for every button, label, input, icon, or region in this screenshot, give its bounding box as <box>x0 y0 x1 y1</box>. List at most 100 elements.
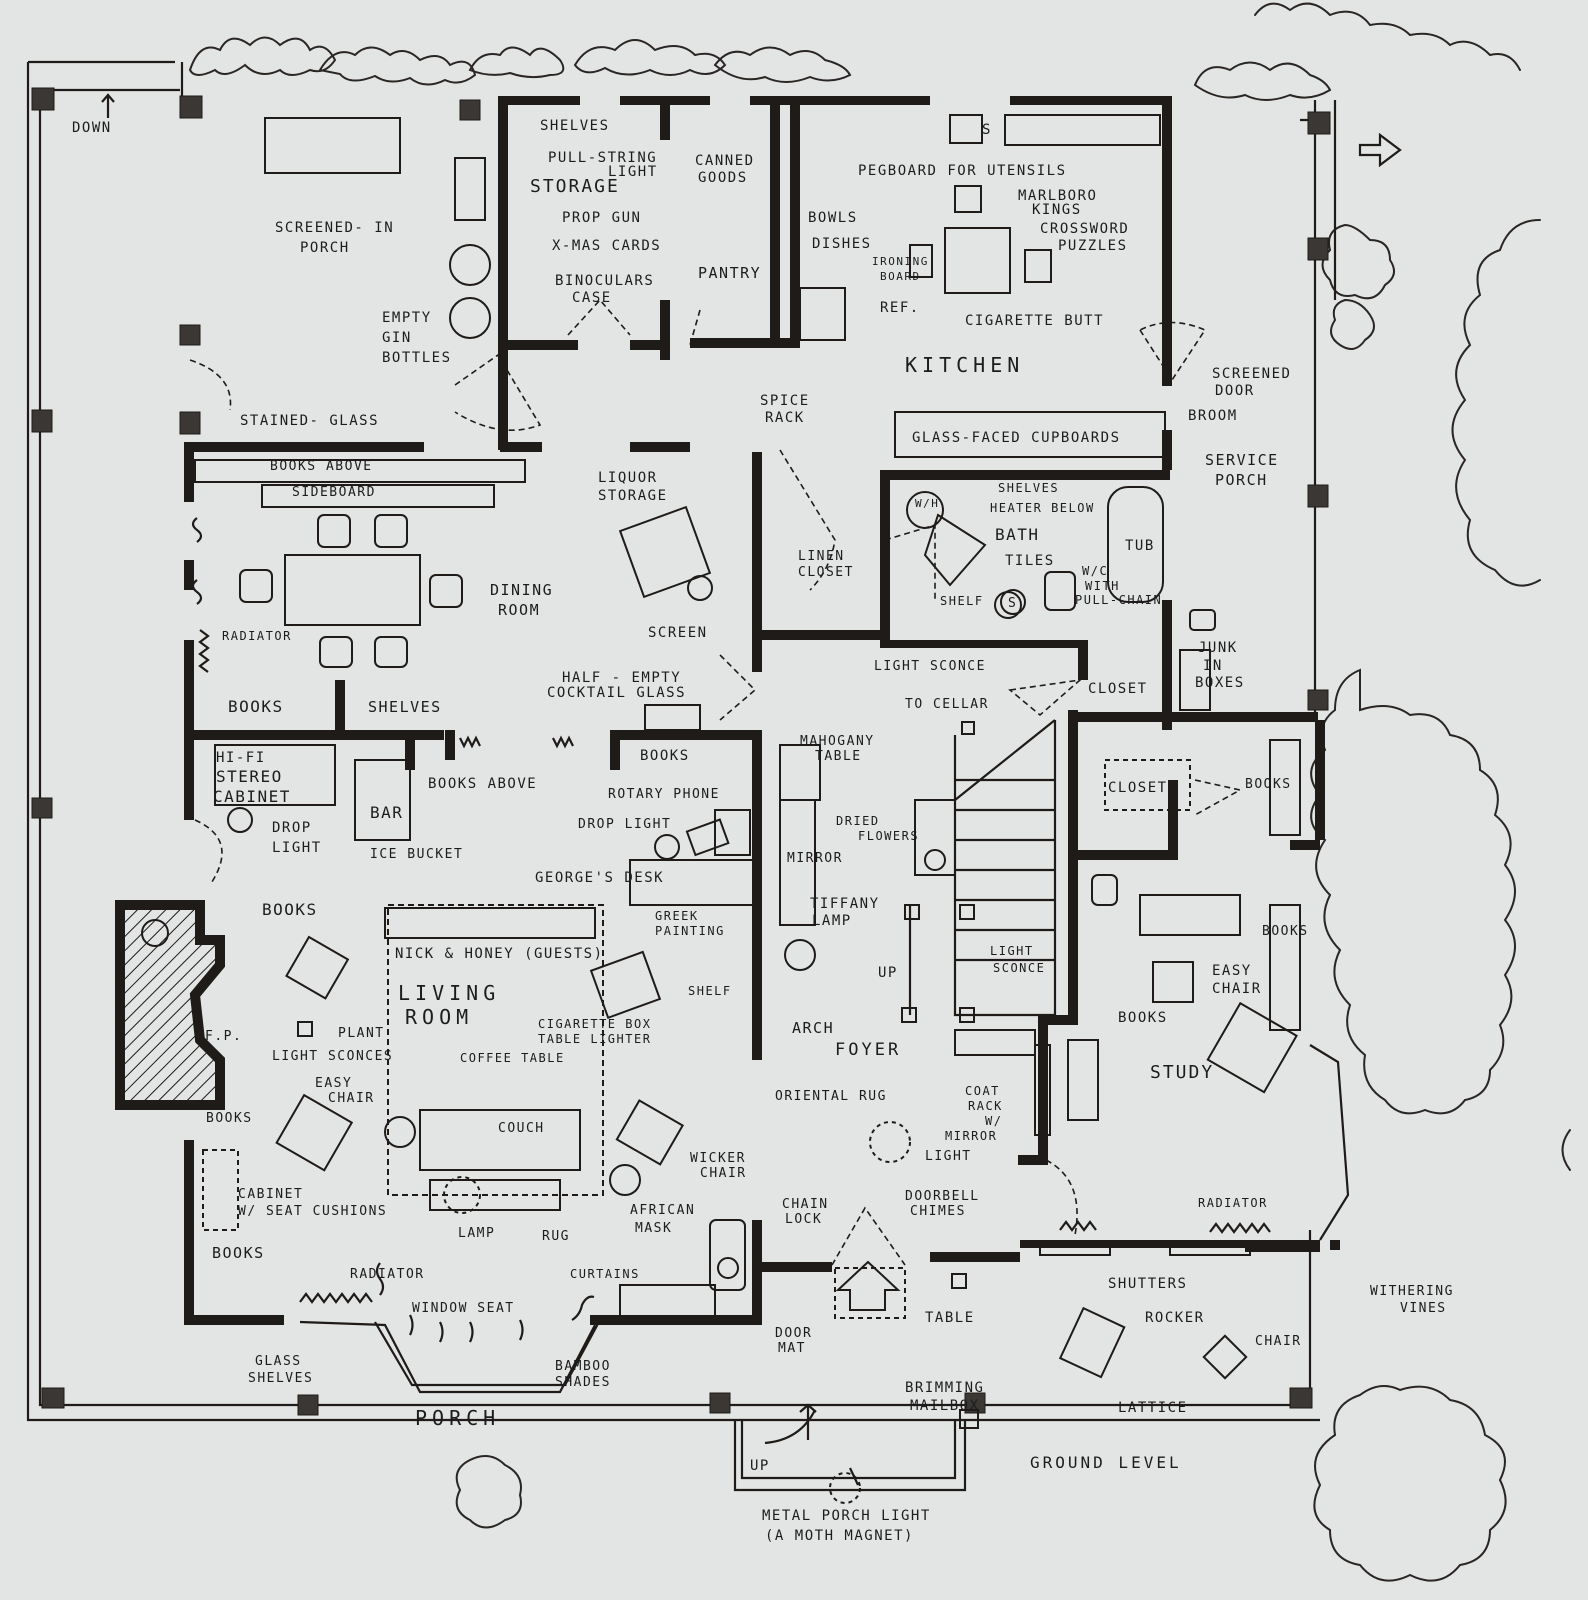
table-porch-label: TABLE <box>925 1310 975 1326</box>
screened-door-label-1: SCREENED <box>1212 366 1291 382</box>
fp-label: F.P. <box>205 1029 242 1044</box>
linen-closet-label-2: CLOSET <box>798 565 854 580</box>
door-mat-label-1: DOOR <box>775 1326 812 1341</box>
columns <box>31 87 1331 1416</box>
easy-chair-living-label-2: CHAIR <box>328 1091 375 1106</box>
cigarette-butt-label: CIGARETTE BUTT <box>965 313 1104 329</box>
books-dining-label: BOOKS <box>228 697 284 716</box>
light-sconce-stair-label-2: SCONCE <box>993 961 1045 975</box>
wc-label-3: PULL-CHAIN <box>1075 593 1162 607</box>
books-study-low-label: BOOKS <box>1118 1010 1168 1026</box>
rug-label: RUG <box>542 1229 570 1244</box>
half-empty-label-2: COCKTAIL GLASS <box>547 685 686 701</box>
screen-label: SCREEN <box>648 625 708 641</box>
wh-label: W/H <box>915 497 939 510</box>
liquor-storage-label-2: STORAGE <box>598 488 668 504</box>
shelves-bath-label: SHELVES <box>998 481 1059 495</box>
dining-room-label-2: ROOM <box>498 601 540 619</box>
porch-light-label-2: (A MOTH MAGNET) <box>765 1528 914 1544</box>
shelf-bath-label: SHELF <box>940 594 984 608</box>
empty-gin-label-1: EMPTY <box>382 310 432 326</box>
books-above-dining-label: BOOKS ABOVE <box>270 459 373 474</box>
stained-glass-label: STAINED- GLASS <box>240 413 379 429</box>
mirror-label: MIRROR <box>787 851 843 866</box>
hifi-label-2: STEREO <box>216 767 283 786</box>
marlboro-label-2: KINGS <box>1032 202 1082 218</box>
bar-label: BAR <box>370 803 403 822</box>
dried-flowers-label-2: FLOWERS <box>858 829 919 843</box>
pegboard-label: PEGBOARD FOR UTENSILS <box>858 163 1067 179</box>
spice-rack-label-2: RACK <box>765 410 805 426</box>
books-study-top-label: BOOKS <box>1245 777 1292 792</box>
foliage-bottom <box>455 1455 522 1529</box>
empty-gin-label-3: BOTTLES <box>382 350 452 366</box>
service-porch-label-1: SERVICE <box>1205 451 1279 469</box>
greek-painting-label-2: PAINTING <box>655 924 725 938</box>
binoculars-label-2: CASE <box>572 290 612 306</box>
canned-goods-label-1: CANNED <box>695 153 755 169</box>
lattice-label: LATTICE <box>1118 1400 1188 1416</box>
arrows <box>101 93 1402 1486</box>
closet-study-label: CLOSET <box>1108 780 1168 796</box>
oriental-rug-label: ORIENTAL RUG <box>775 1089 887 1104</box>
foliage-top <box>188 2 1521 101</box>
crossword-label-2: PUZZLES <box>1058 238 1128 254</box>
dried-flowers-label-1: DRIED <box>836 814 880 828</box>
withering-vines-label-2: VINES <box>1400 1301 1447 1316</box>
s-kitchen-label: S <box>982 122 992 138</box>
tiffany-label-2: LAMP <box>812 913 852 929</box>
cabinet-label-1: CABINET <box>238 1187 303 1202</box>
nick-honey-label: NICK & HONEY (GUESTS) <box>395 946 604 962</box>
greek-painting-label-1: GREEK <box>655 909 699 923</box>
closet-kitchen-label: CLOSET <box>1088 681 1148 697</box>
porch-label: PORCH <box>415 1406 500 1430</box>
storage-label: STORAGE <box>530 176 620 197</box>
drop-light-bar-label-2: LIGHT <box>272 840 322 856</box>
labels: DOWN SCREENED- IN PORCH EMPTY GIN BOTTLE… <box>72 118 1454 1544</box>
couch-label: COUCH <box>498 1121 545 1136</box>
radiator-dining-label: RADIATOR <box>222 629 292 643</box>
up-stair-label: UP <box>878 965 898 981</box>
crossword-label-1: CROSSWORD <box>1040 221 1129 237</box>
pantry-label: PANTRY <box>698 264 761 282</box>
pull-string-label-2: LIGHT <box>608 164 658 180</box>
screened-porch-label-2: PORCH <box>300 240 350 256</box>
light-sconces-label: LIGHT SCONCES <box>272 1049 393 1064</box>
glass-shelves-label-2: SHELVES <box>248 1371 313 1386</box>
african-mask-label-2: MASK <box>635 1221 672 1236</box>
study-label: STUDY <box>1150 1062 1214 1083</box>
xmas-cards-label: X-MAS CARDS <box>552 238 661 254</box>
hifi-label-1: HI-FI <box>216 750 266 766</box>
radiator-study-label: RADIATOR <box>1198 1196 1268 1210</box>
bamboo-label-1: BAMBOO <box>555 1359 611 1374</box>
half-empty-label-1: HALF - EMPTY <box>562 670 681 686</box>
wc-label-2: WITH <box>1085 579 1120 593</box>
drop-light-bar-label-1: DROP <box>272 820 312 836</box>
walls <box>184 96 1340 1325</box>
books-low-label: BOOKS <box>212 1244 265 1262</box>
ground-level-label: GROUND LEVEL <box>1030 1453 1182 1472</box>
bay-windows <box>299 1044 1350 1394</box>
spice-rack-label-1: SPICE <box>760 393 810 409</box>
junk-label-2: IN <box>1203 658 1223 674</box>
mahogany-label-2: TABLE <box>815 749 862 764</box>
ref-label: REF. <box>880 300 920 316</box>
empty-gin-label-2: GIN <box>382 330 412 346</box>
cigarette-box-label-1: CIGARETTE BOX <box>538 1017 651 1031</box>
arch-label: ARCH <box>792 1019 834 1037</box>
sideboard-label: SIDEBOARD <box>292 485 376 500</box>
linen-closet-label-1: LINEN <box>798 549 845 564</box>
dishes-label: DISHES <box>812 236 872 252</box>
binoculars-label-1: BINOCULARS <box>555 273 654 289</box>
service-porch-label-2: PORCH <box>1215 471 1268 489</box>
kitchen-label: KITCHEN <box>905 353 1024 377</box>
radiator-living-label: RADIATOR <box>350 1267 425 1282</box>
heater-below-label: HEATER BELOW <box>990 501 1095 515</box>
coffee-table-label: COFFEE TABLE <box>460 1051 565 1065</box>
glass-shelves-label-1: GLASS <box>255 1354 302 1369</box>
mahogany-label-1: MAHOGANY <box>800 734 875 749</box>
living-room-label-1: LIVING <box>398 981 500 1005</box>
withering-vines-label-1: WITHERING <box>1370 1284 1454 1299</box>
lamp-label: LAMP <box>458 1226 495 1241</box>
